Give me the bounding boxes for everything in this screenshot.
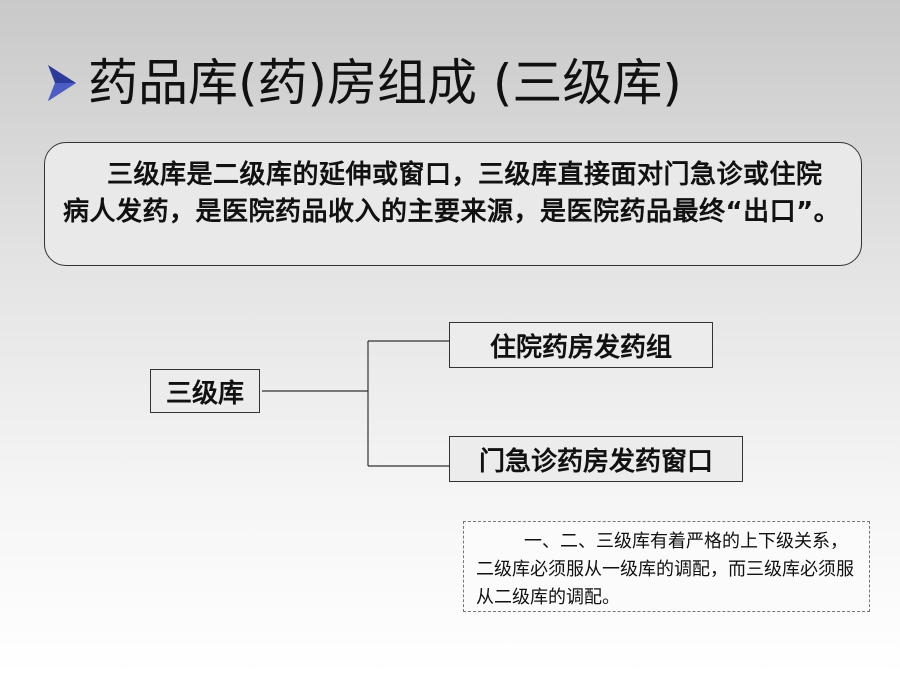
diagram-branch-outpatient: 门急诊药房发药窗口 [449, 436, 743, 482]
triangle-arrow-icon [48, 65, 76, 101]
intro-text: 三级库是二级库的延伸或窗口，三级库直接面对门急诊或住院病人发药，是医院药品收入的… [63, 160, 841, 227]
slide-title: 药品库(药)房组成 (三级库) [44, 48, 682, 118]
note-box: 一、二、三级库有着严格的上下级关系，二级库必须服从一级库的调配，而三级库必须服从… [463, 521, 870, 612]
diagram-branch-inpatient: 住院药房发药组 [449, 322, 713, 368]
title-text: 药品库(药)房组成 (三级库) [88, 54, 682, 112]
intro-box: 三级库是二级库的延伸或窗口，三级库直接面对门急诊或住院病人发药，是医院药品收入的… [44, 142, 862, 266]
diagram-root-node: 三级库 [150, 369, 260, 413]
note-text: 一、二、三级库有着严格的上下级关系，二级库必须服从一级库的调配，而三级库必须服从… [476, 531, 854, 608]
